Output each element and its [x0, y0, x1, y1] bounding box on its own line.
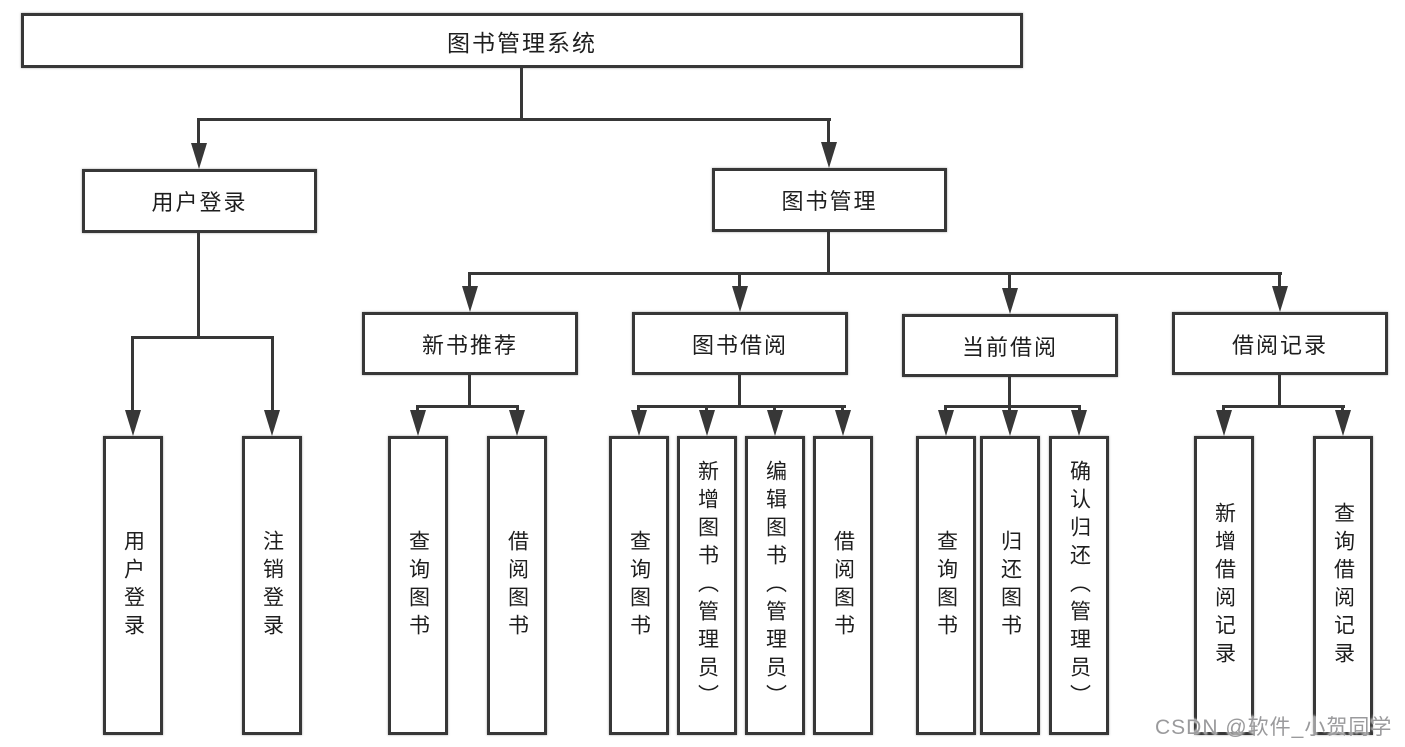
connector-to-leaf-add-record [1222, 405, 1225, 414]
connector-book-borrowing-branch [637, 405, 846, 408]
connector-root-to-user-login [197, 118, 200, 146]
connector-to-leaf-return-book [1008, 405, 1011, 414]
connector-to-leaf-current-query [944, 405, 947, 414]
leaf-recommend-borrow-book: 借阅图书 [487, 436, 547, 735]
leaf-user-login-label: 用户登录 [121, 529, 145, 642]
connector-root-to-book-management [827, 118, 830, 146]
arrow-to-leaf-confirm-return [1071, 410, 1087, 436]
connector-to-leaf-confirm-return [1078, 405, 1081, 414]
leaf-borrowing-borrow-book-label: 借阅图书 [831, 529, 855, 642]
arrow-to-leaf-borrowing-query [631, 410, 647, 436]
leaf-return-book-label: 归还图书 [998, 529, 1022, 642]
node-book-borrowing: 图书借阅 [632, 312, 848, 375]
connector-root-branch [197, 118, 831, 121]
connector-to-leaf-user-login [131, 336, 134, 414]
connector-new-book-recommend-stem [468, 375, 471, 408]
leaf-logout: 注销登录 [242, 436, 302, 735]
connector-to-leaf-edit-book [773, 405, 776, 414]
connector-to-book-borrowing [738, 272, 741, 290]
leaf-confirm-return-admin-label: 确认归还（管理员） [1067, 459, 1091, 712]
connector-to-current-borrowing [1008, 272, 1011, 290]
leaf-borrowing-query-book: 查询图书 [609, 436, 669, 735]
connector-current-borrowing-branch [944, 405, 1081, 408]
leaf-add-book-admin-label: 新增图书（管理员） [695, 459, 719, 712]
node-book-management: 图书管理 [712, 168, 947, 232]
arrow-to-leaf-add-record [1216, 410, 1232, 436]
arrow-to-borrow-records [1272, 286, 1288, 312]
leaf-return-book: 归还图书 [980, 436, 1040, 735]
arrow-to-leaf-recommend-borrow [509, 410, 525, 436]
connector-user-login-branch [131, 336, 274, 339]
connector-book-borrowing-stem [738, 375, 741, 408]
connector-borrow-records-branch [1222, 405, 1345, 408]
leaf-user-login: 用户登录 [103, 436, 163, 735]
arrow-to-leaf-current-query [938, 410, 954, 436]
leaf-confirm-return-admin: 确认归还（管理员） [1049, 436, 1109, 735]
node-book-management-label: 图书管理 [781, 189, 878, 214]
connector-book-management-stem [827, 232, 830, 275]
arrow-to-leaf-return-book [1002, 410, 1018, 436]
leaf-recommend-query-book-label: 查询图书 [406, 529, 430, 642]
leaf-borrowing-borrow-book: 借阅图书 [813, 436, 873, 735]
connector-current-borrowing-stem [1008, 377, 1011, 408]
leaf-edit-book-admin: 编辑图书（管理员） [745, 436, 805, 735]
arrow-to-book-borrowing [732, 286, 748, 312]
connector-root-stem [520, 68, 523, 121]
arrow-to-leaf-recommend-query [410, 410, 426, 436]
node-book-borrowing-label: 图书借阅 [691, 332, 788, 358]
leaf-query-borrow-record-label: 查询借阅记录 [1331, 501, 1355, 670]
leaf-query-borrow-record: 查询借阅记录 [1313, 436, 1373, 735]
connector-new-book-recommend-branch [416, 405, 519, 408]
arrow-to-leaf-user-login [125, 410, 141, 436]
arrow-to-leaf-edit-book [767, 410, 783, 436]
node-root-label: 图书管理系统 [447, 29, 597, 56]
node-borrow-records-label: 借阅记录 [1231, 332, 1328, 358]
connector-to-leaf-borrowing-query [637, 405, 640, 414]
node-new-book-recommend: 新书推荐 [362, 312, 578, 375]
csdn-watermark: CSDN @软件_小贺同学 [1155, 716, 1393, 739]
leaf-edit-book-admin-label: 编辑图书（管理员） [763, 459, 787, 712]
connector-to-leaf-borrowing-borrow [841, 405, 844, 414]
connector-to-new-book-recommend [468, 272, 471, 290]
node-current-borrowing-label: 当前借阅 [961, 334, 1058, 360]
connector-to-borrow-records [1278, 272, 1281, 290]
arrow-to-current-borrowing [1002, 288, 1018, 314]
connector-to-leaf-recommend-borrow [516, 405, 519, 414]
arrow-to-leaf-add-book [699, 410, 715, 436]
arrow-to-new-book-recommend [462, 286, 478, 312]
leaf-add-book-admin: 新增图书（管理员） [677, 436, 737, 735]
connector-book-management-branch [468, 272, 1282, 275]
node-user-login-label: 用户登录 [151, 190, 248, 215]
leaf-logout-label: 注销登录 [260, 529, 284, 642]
leaf-borrowing-query-book-label: 查询图书 [627, 529, 651, 642]
leaf-add-borrow-record-label: 新增借阅记录 [1212, 501, 1236, 670]
arrow-to-leaf-query-record [1335, 410, 1351, 436]
leaf-current-query-book: 查询图书 [916, 436, 976, 735]
leaf-add-borrow-record: 新增借阅记录 [1194, 436, 1254, 735]
connector-to-leaf-add-book [705, 405, 708, 414]
connector-user-login-stem [197, 233, 200, 339]
arrow-to-user-login [191, 143, 207, 169]
connector-borrow-records-stem [1278, 375, 1281, 408]
connector-to-leaf-logout [271, 336, 274, 414]
node-user-login: 用户登录 [82, 169, 317, 233]
node-root: 图书管理系统 [21, 13, 1023, 68]
arrow-to-leaf-logout [264, 410, 280, 436]
node-new-book-recommend-label: 新书推荐 [421, 332, 518, 358]
arrow-to-book-management [821, 142, 837, 168]
leaf-current-query-book-label: 查询图书 [934, 529, 958, 642]
leaf-recommend-query-book: 查询图书 [388, 436, 448, 735]
arrow-to-leaf-borrowing-borrow [835, 410, 851, 436]
leaf-recommend-borrow-book-label: 借阅图书 [505, 529, 529, 642]
node-borrow-records: 借阅记录 [1172, 312, 1388, 375]
connector-to-leaf-recommend-query [416, 405, 419, 414]
connector-to-leaf-query-record [1341, 405, 1344, 414]
node-current-borrowing: 当前借阅 [902, 314, 1118, 377]
